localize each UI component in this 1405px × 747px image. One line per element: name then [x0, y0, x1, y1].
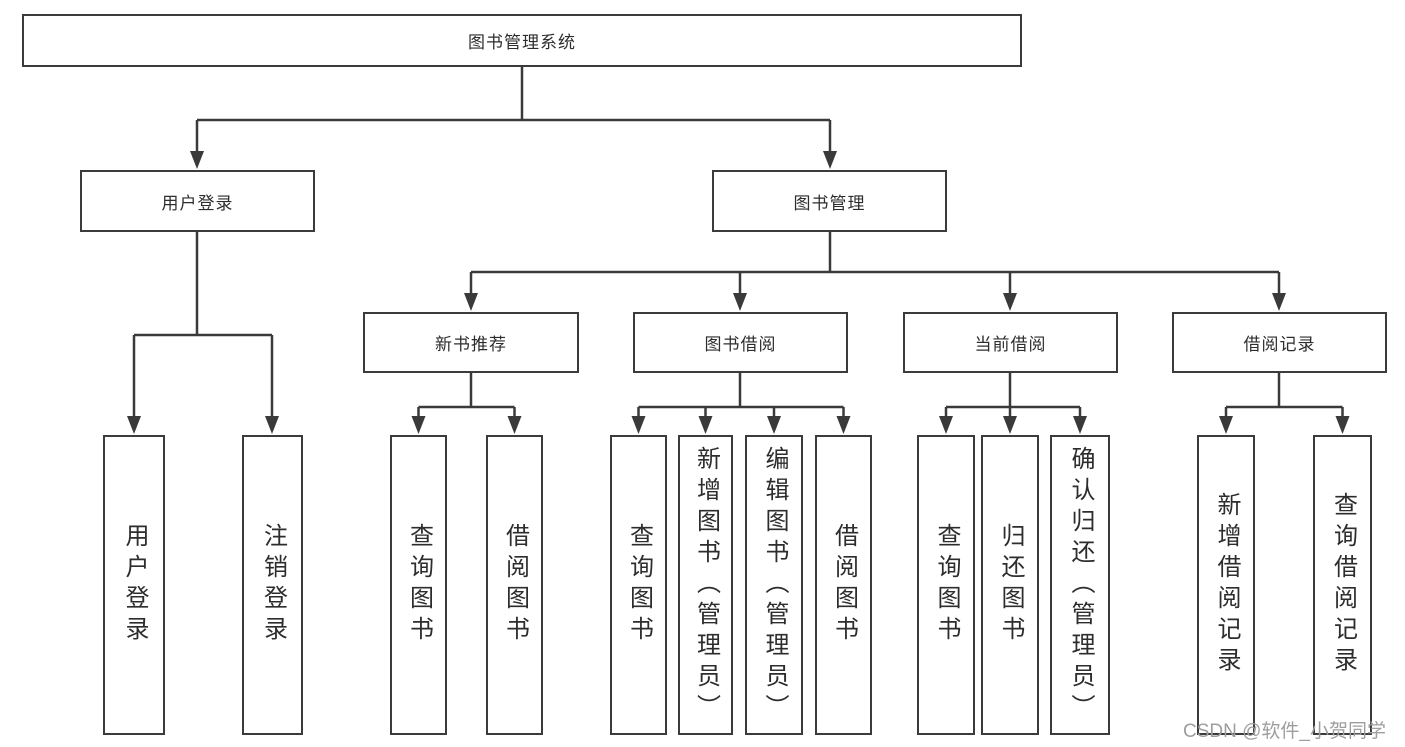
node-label: 新增图书（管理员）	[692, 445, 720, 725]
connector-root-to-level2	[195, 67, 832, 152]
node-leaf-records-query-record: 查询借阅记录	[1313, 435, 1372, 735]
node-label: 用户登录	[121, 523, 148, 647]
arrowhead-icon	[1003, 416, 1017, 434]
node-label: 查询图书	[933, 523, 960, 647]
node-label: 编辑图书（管理员）	[761, 445, 788, 725]
node-label: 归还图书	[997, 523, 1024, 647]
arrowhead-icon	[939, 416, 953, 434]
node-label: 借阅图书	[501, 523, 529, 647]
connector-new-book-recommend-subtree	[417, 373, 516, 421]
arrowhead-icon	[1003, 293, 1017, 311]
node-user-login: 用户登录	[80, 170, 315, 232]
arrowhead-icon	[1272, 293, 1286, 311]
node-leaf-recommend-query-books: 查询图书	[390, 435, 447, 735]
arrowhead-icon	[836, 416, 851, 434]
node-label: 查询借阅记录	[1329, 492, 1357, 678]
arrowhead-icon	[507, 416, 522, 434]
connector-book-borrowing-subtree	[637, 373, 845, 421]
arrowhead-icon	[823, 151, 837, 169]
node-new-book-recommend: 新书推荐	[363, 312, 579, 373]
node-leaf-logout: 注销登录	[242, 435, 303, 735]
arrowhead-icon	[698, 416, 713, 434]
node-leaf-current-query-books: 查询图书	[917, 435, 975, 735]
node-label: 查询图书	[625, 523, 653, 647]
node-label: 借阅记录	[1243, 335, 1316, 354]
node-label: 图书借阅	[704, 335, 777, 354]
connector-current-borrowing-subtree	[944, 373, 1082, 421]
node-leaf-borrowing-edit-books: 编辑图书（管理员）	[745, 435, 803, 735]
node-current-borrowing: 当前借阅	[903, 312, 1118, 373]
node-leaf-borrowing-add-books: 新增图书（管理员）	[678, 435, 733, 735]
arrowhead-icon	[733, 293, 747, 311]
node-label: 图书管理	[793, 193, 866, 213]
node-label: 图书管理系统	[468, 33, 576, 52]
node-book-borrowing: 图书借阅	[633, 312, 848, 373]
node-leaf-recommend-borrow-books: 借阅图书	[486, 435, 543, 735]
arrowhead-icon	[265, 416, 279, 434]
connector-borrowing-records-subtree	[1224, 373, 1344, 421]
connector-book-management-subtree	[469, 232, 1281, 297]
arrowhead-icon	[767, 416, 781, 434]
node-leaf-records-add-record: 新增借阅记录	[1197, 435, 1255, 735]
arrowhead-icon	[1073, 416, 1087, 434]
node-label: 注销登录	[259, 523, 287, 647]
node-label: 确认归还（管理员）	[1067, 445, 1094, 725]
node-label: 新增借阅记录	[1213, 492, 1240, 678]
node-label: 借阅图书	[830, 523, 858, 647]
node-leaf-current-return-books: 归还图书	[981, 435, 1039, 735]
csdn-watermark: CSDN @软件_小贺同学	[1183, 721, 1386, 742]
node-borrowing-records: 借阅记录	[1172, 312, 1387, 373]
node-label: 查询图书	[405, 523, 433, 647]
node-leaf-user-login: 用户登录	[103, 435, 165, 735]
node-leaf-borrowing-borrow-books: 借阅图书	[815, 435, 872, 735]
node-label: 用户登录	[161, 193, 234, 213]
arrowhead-icon	[1335, 416, 1350, 434]
node-book-management: 图书管理	[712, 170, 947, 232]
connector-user-login-subtree	[132, 232, 274, 417]
node-library-management-system: 图书管理系统	[22, 14, 1022, 67]
node-label: 当前借阅	[974, 335, 1047, 354]
arrowhead-icon	[127, 416, 141, 434]
arrowhead-icon	[464, 293, 478, 311]
arrowheads	[127, 151, 1350, 434]
arrowhead-icon	[1219, 416, 1233, 434]
arrowhead-icon	[190, 151, 204, 169]
node-leaf-borrowing-query-books: 查询图书	[610, 435, 667, 735]
arrowhead-icon	[411, 416, 426, 434]
node-label: 新书推荐	[435, 335, 507, 354]
node-leaf-current-confirm-return: 确认归还（管理员）	[1050, 435, 1110, 735]
arrowhead-icon	[631, 416, 646, 434]
